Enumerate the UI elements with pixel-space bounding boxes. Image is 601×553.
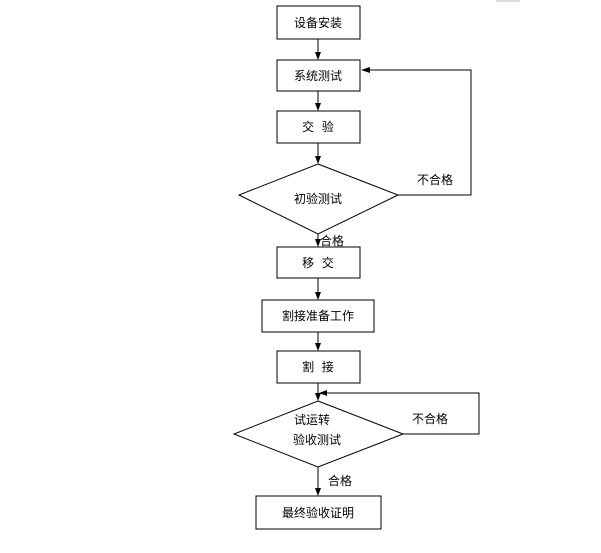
decision-initial-test-label: 初验测试 [294, 191, 342, 206]
arrow-cutover-to-trial [315, 383, 321, 401]
node-handover-label: 交 验 [302, 119, 334, 134]
arrow-trial-to-final-cert [315, 467, 321, 496]
node-system-test-label: 系统测试 [294, 68, 342, 83]
arrow-handover-to-initial-test [315, 143, 321, 164]
node-install: 设备安装 [276, 5, 361, 40]
node-install-label: 设备安装 [294, 15, 342, 30]
node-final-cert: 最终验收证明 [255, 495, 382, 530]
node-handover: 交 验 [276, 110, 361, 144]
label-fail-trial: 不合格 [412, 411, 448, 426]
arrow-install-to-system-test [315, 39, 321, 60]
decision-initial-test: 初验测试 [237, 163, 400, 235]
decision-trial-label-line2: 验收测试 [293, 432, 341, 447]
decision-trial-label-line1: 试运转 [294, 412, 330, 427]
arrow-cutover-prep-to-cutover [315, 332, 321, 351]
arrow-system-test-to-handover [315, 91, 321, 111]
node-cutover-prep: 割接准备工作 [261, 299, 375, 333]
node-transfer: 移 交 [276, 246, 361, 279]
node-cutover-label: 割 接 [302, 359, 334, 374]
label-pass-trial: 合格 [328, 473, 352, 488]
label-fail-initial-test: 不合格 [417, 172, 453, 187]
node-transfer-label: 移 交 [302, 255, 334, 270]
node-cutover: 割 接 [276, 350, 361, 384]
node-cutover-prep-label: 割接准备工作 [282, 308, 354, 323]
loop-fail-initial-test [361, 67, 472, 196]
arrow-initial-test-to-transfer [315, 234, 321, 247]
decision-trial-acceptance: 试运转 验收测试 [232, 400, 405, 468]
node-system-test: 系统测试 [276, 59, 361, 92]
arrow-transfer-to-cutover-prep [315, 278, 321, 300]
label-pass-initial-test: 合格 [320, 233, 344, 248]
node-final-cert-label: 最终验收证明 [282, 505, 354, 520]
loop-fail-trial [319, 390, 480, 435]
